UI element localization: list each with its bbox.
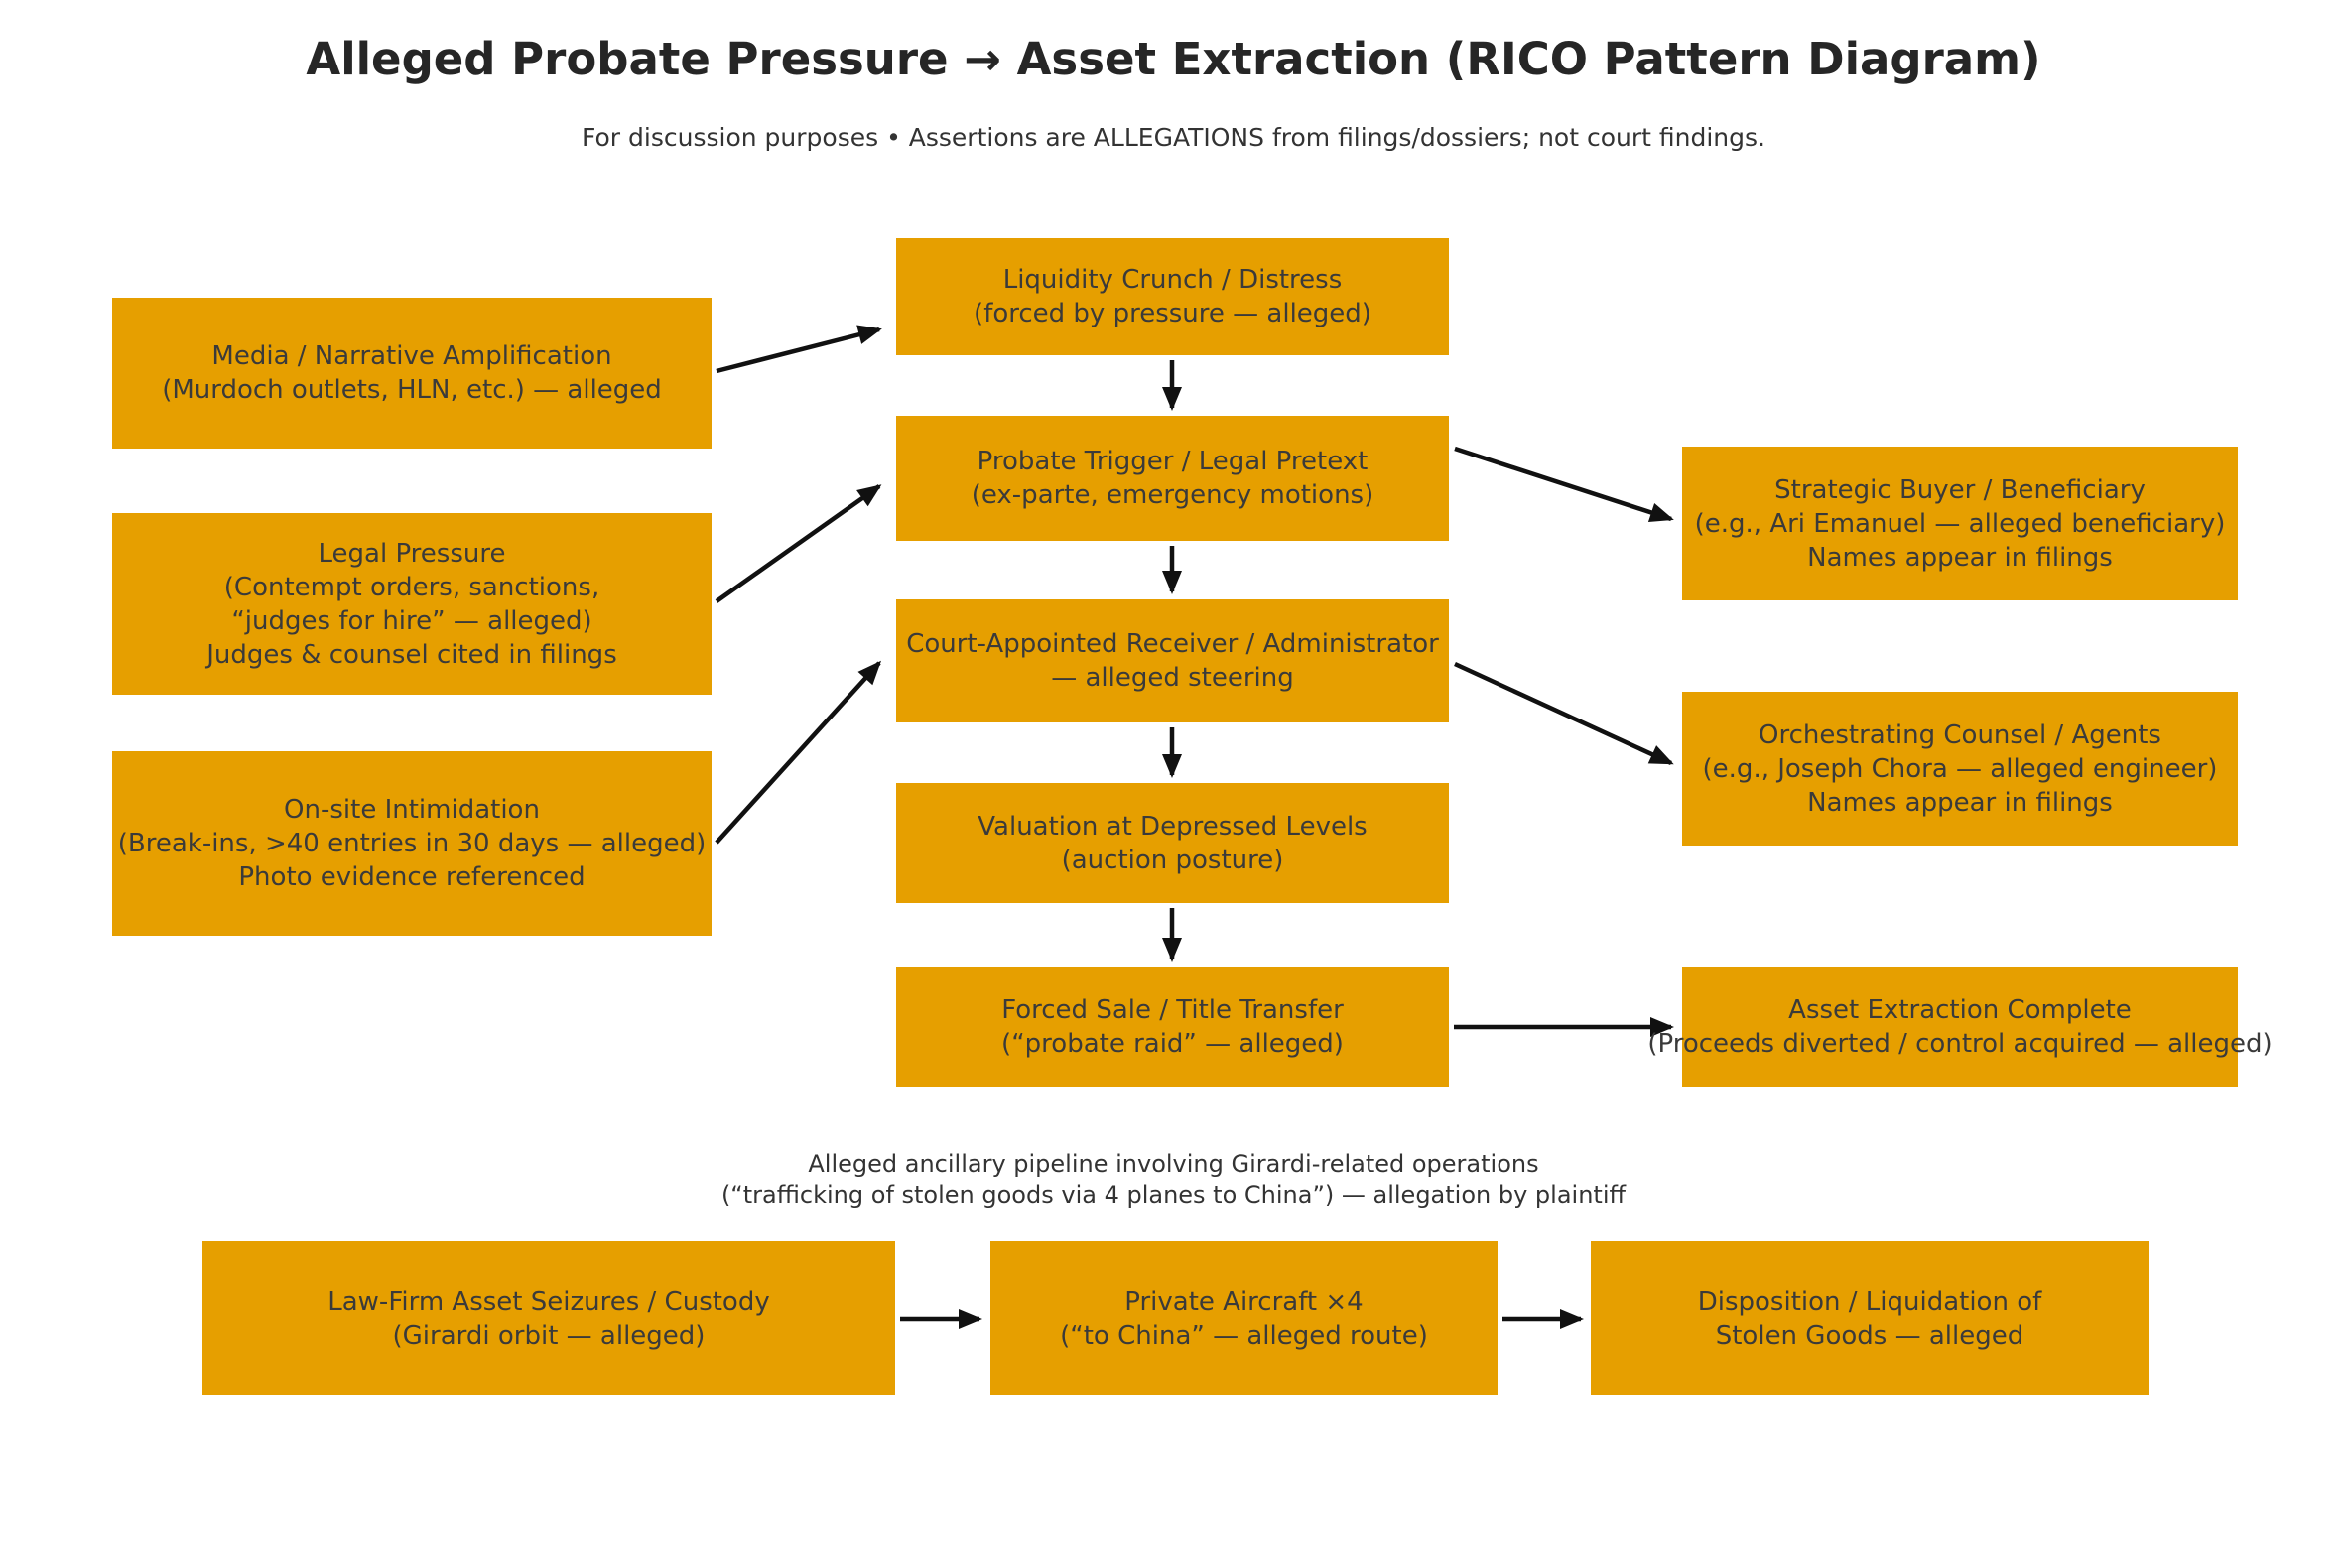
- node-forced-sale-label: Forced Sale / Title Transfer (“probate r…: [1001, 994, 1344, 1059]
- node-probate-trigger-label: Probate Trigger / Legal Pretext (ex-part…: [971, 447, 1374, 510]
- ancillary-note: Alleged ancillary pipeline involving Gir…: [720, 1150, 1627, 1209]
- node-law-firm: Law-Firm Asset Seizures / Custody (Girar…: [202, 1241, 895, 1395]
- arrow-media-to-liquidity: [716, 325, 882, 374]
- node-intimidation-label: On-site Intimidation (Break-ins, >40 ent…: [117, 795, 707, 892]
- node-asset-extraction: Asset Extraction Complete (Proceeds dive…: [1647, 967, 2273, 1087]
- page-subtitle: For discussion purposes • Assertions are…: [582, 123, 1765, 152]
- arrow-probate-to-strategic: [1454, 446, 1674, 523]
- node-legal-pressure-label: Legal Pressure (Contempt orders, sanctio…: [206, 538, 617, 670]
- node-disposition: Disposition / Liquidation of Stolen Good…: [1591, 1241, 2149, 1395]
- node-strategic-buyer-label: Strategic Buyer / Beneficiary (e.g., Ari…: [1694, 474, 2226, 573]
- arrow-intimidation-to-receiver: [715, 660, 882, 845]
- node-legal-pressure: Legal Pressure (Contempt orders, sanctio…: [112, 513, 712, 695]
- node-strategic-buyer: Strategic Buyer / Beneficiary (e.g., Ari…: [1682, 447, 2238, 600]
- node-liquidity: Liquidity Crunch / Distress (forced by p…: [896, 238, 1449, 355]
- node-law-firm-label: Law-Firm Asset Seizures / Custody (Girar…: [327, 1286, 770, 1351]
- node-aircraft: Private Aircraft ×4 (“to China” — allege…: [990, 1241, 1498, 1395]
- node-disposition-label: Disposition / Liquidation of Stolen Good…: [1697, 1286, 2042, 1351]
- node-probate-trigger: Probate Trigger / Legal Pretext (ex-part…: [896, 416, 1449, 541]
- arrow-legal-to-probate: [715, 484, 882, 603]
- node-media: Media / Narrative Amplification (Murdoch…: [112, 298, 712, 449]
- page-title: Alleged Probate Pressure → Asset Extract…: [306, 33, 2041, 85]
- node-receiver: Court-Appointed Receiver / Administrator…: [896, 599, 1449, 722]
- node-valuation-label: Valuation at Depressed Levels (auction p…: [978, 811, 1368, 875]
- node-orchestrating-counsel-label: Orchestrating Counsel / Agents (e.g., Jo…: [1702, 719, 2218, 818]
- node-asset-extraction-label: Asset Extraction Complete (Proceeds dive…: [1647, 994, 2273, 1059]
- node-receiver-label: Court-Appointed Receiver / Administrator…: [906, 629, 1439, 693]
- arrow-receiver-to-counsel: [1454, 661, 1674, 766]
- node-forced-sale: Forced Sale / Title Transfer (“probate r…: [896, 967, 1449, 1087]
- node-media-label: Media / Narrative Amplification (Murdoch…: [162, 341, 662, 405]
- node-intimidation: On-site Intimidation (Break-ins, >40 ent…: [112, 751, 712, 936]
- node-liquidity-label: Liquidity Crunch / Distress (forced by p…: [974, 265, 1371, 328]
- node-orchestrating-counsel: Orchestrating Counsel / Agents (e.g., Jo…: [1682, 692, 2238, 846]
- node-valuation: Valuation at Depressed Levels (auction p…: [896, 783, 1449, 903]
- node-aircraft-label: Private Aircraft ×4 (“to China” — allege…: [1060, 1286, 1428, 1351]
